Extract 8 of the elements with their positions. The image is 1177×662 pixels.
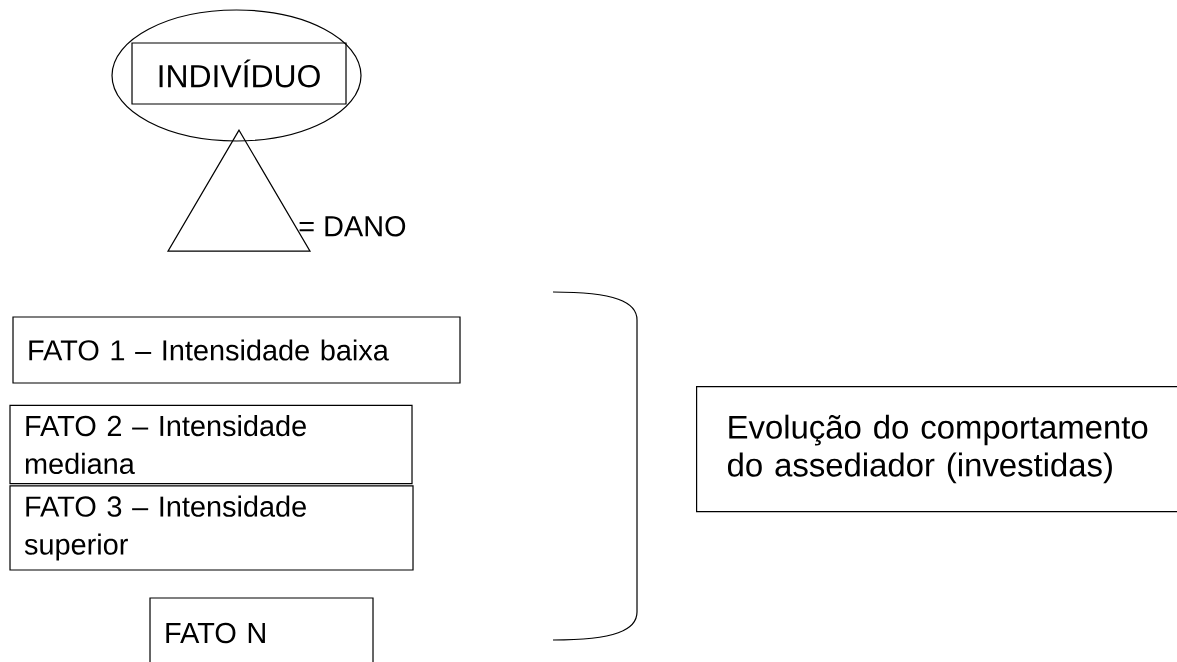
text-box: Evolução do comportamento do assediador (investidas) [696,386,1177,513]
text-box: FATO N [149,597,374,662]
text-box: FATO 3 – Intensidade superior [9,485,414,571]
text-box: INDIVÍDUO [131,42,347,105]
text-box: FATO 1 – Intensidade baixa [12,316,461,384]
text-box: FATO 2 – Intensidade mediana [9,404,413,485]
side-label: = DANO [299,215,406,237]
ellipse [111,9,362,142]
